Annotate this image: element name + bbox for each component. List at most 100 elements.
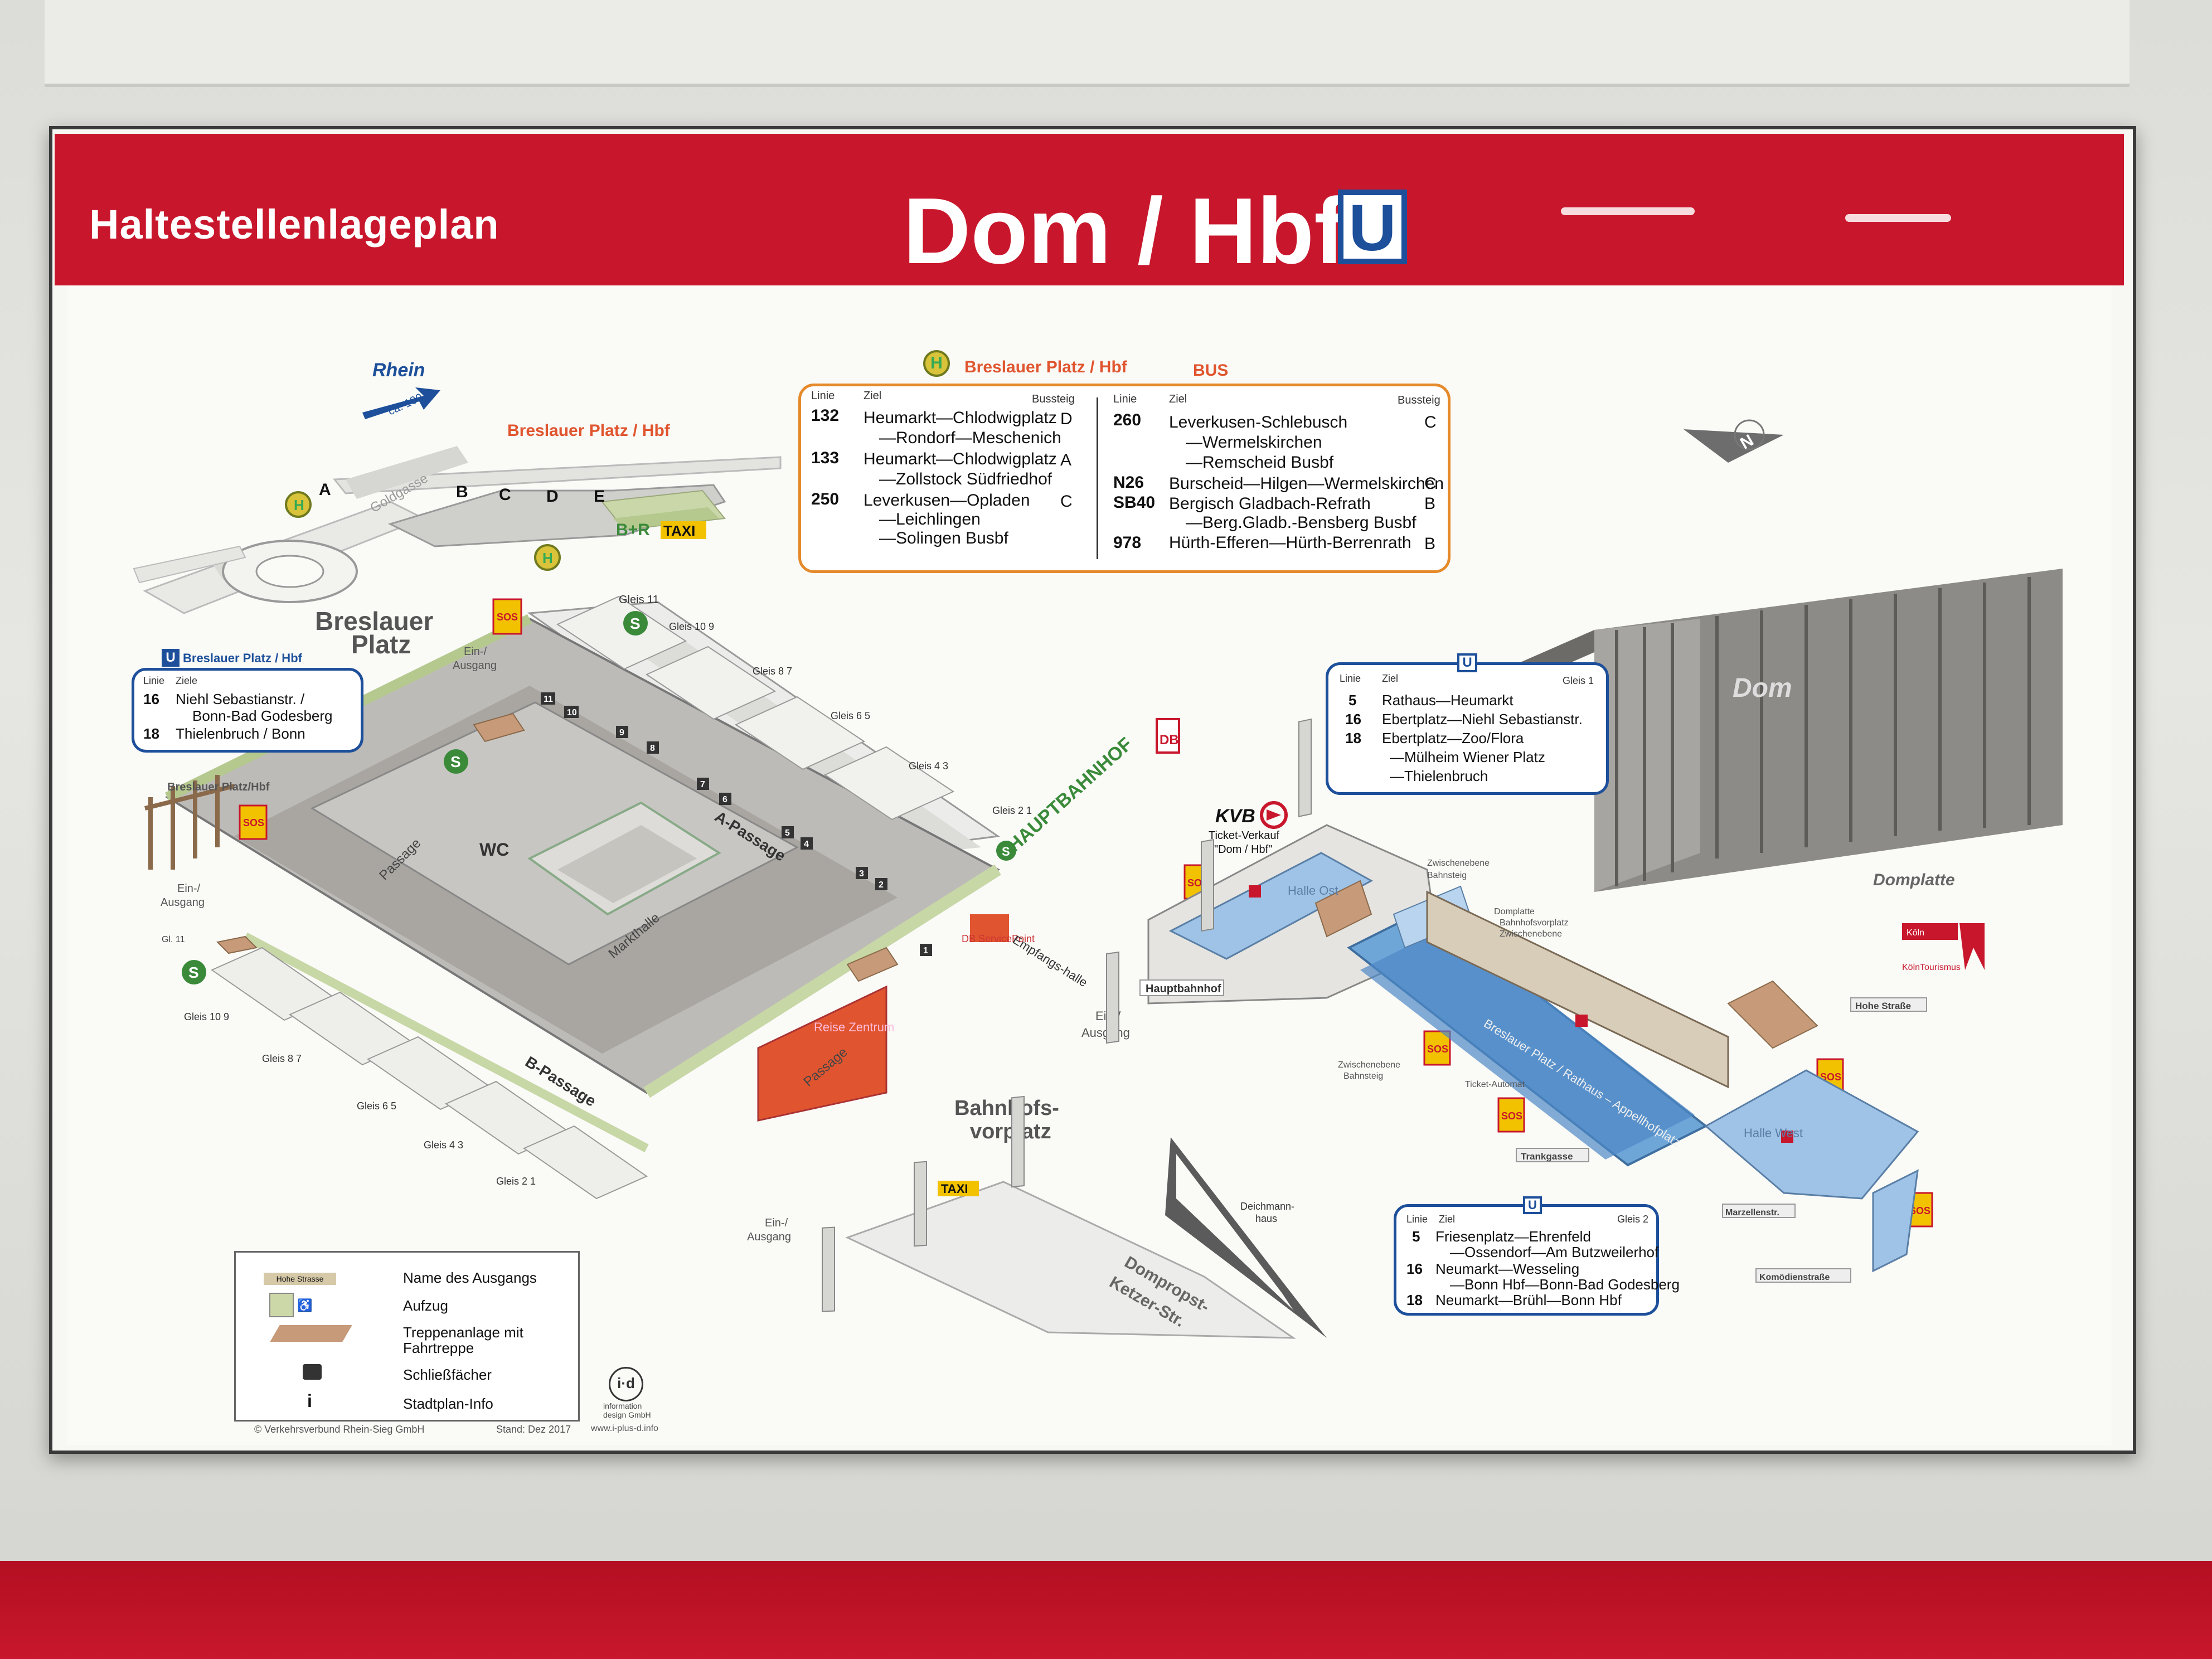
gleis-2-1-label: Gleis 2 1: [992, 805, 1032, 816]
header-linie: Linie: [143, 675, 165, 686]
ein-ausgang-south: Ein-/: [765, 1217, 788, 1229]
bay-e: E: [594, 487, 605, 506]
header-gleis: Gleis 2: [1617, 1214, 1649, 1225]
gleis-10-9-label: Gleis 10 9: [669, 621, 714, 632]
legend-elevator: Aufzug: [403, 1297, 448, 1314]
bus-line: 260: [1113, 411, 1142, 429]
header-bussteig: Bussteig: [1032, 393, 1075, 405]
bus-destination: Bergisch Gladbach-Refrath: [1169, 494, 1371, 513]
dom-label: Dom: [1733, 673, 1792, 703]
bus-line: N26: [1113, 473, 1144, 492]
bus-destination: Heumarkt—Chlodwigplatz: [864, 409, 1057, 427]
bus-destination: —Zollstock Südfriedhof: [879, 470, 1052, 488]
halle-ost-label: Halle Ost: [1288, 884, 1338, 898]
svg-text:3: 3: [859, 869, 864, 879]
sos-icon: [239, 804, 268, 840]
bus-destination: Leverkusen—Opladen: [864, 491, 1030, 510]
ubahn-destination: —Thielenbruch: [1390, 768, 1488, 784]
gleis-4-3-south: Gleis 4 3: [424, 1139, 463, 1151]
bus-line: 132: [811, 406, 840, 425]
stand-date: Stand: Dez 2017: [496, 1424, 571, 1435]
svg-text:H: H: [542, 550, 553, 566]
svg-text:1: 1: [923, 946, 928, 955]
north-arrow-icon: N: [1684, 419, 1784, 463]
deichmannhaus-label-2: haus: [1255, 1213, 1277, 1224]
elevator-icon: [269, 1293, 294, 1317]
bus-destination: Heumarkt—Chlodwigplatz: [864, 450, 1057, 468]
wall-panel: [45, 0, 2129, 87]
header-ziel-2: Ziel: [1169, 393, 1187, 405]
ubahn-gleis1-table: Linie Ziel Gleis 1 5 Rathaus—Heumarkt 16…: [1326, 662, 1609, 795]
ticket-verkauf-label-2: "Dom / Hbf": [1214, 843, 1272, 856]
bus-platform: C: [1424, 413, 1437, 431]
locker-icon: [303, 1364, 322, 1380]
info-icon: i: [307, 1391, 312, 1411]
ticket-verkauf-label: Ticket-Verkauf: [1209, 830, 1280, 842]
koeln-logo-text: Köln: [1907, 928, 1924, 938]
svg-text:10: 10: [567, 708, 577, 717]
hauptbahnhof-exit-label: Hauptbahnhof: [1146, 983, 1221, 995]
ubahn-line: 5: [1348, 692, 1357, 709]
street-network: [133, 446, 782, 614]
legend-exit-sample: Hohe Strasse: [264, 1273, 336, 1285]
breslauer-platz-label: Breslauer: [315, 607, 433, 636]
breslauer-platz-hbf-small: Breslauer Platz/Hbf: [167, 781, 270, 793]
svg-text:SOS: SOS: [497, 612, 518, 623]
header-gleis: Gleis 1: [1563, 675, 1594, 686]
bus-line: SB40: [1113, 493, 1156, 512]
svg-text:SOS: SOS: [1501, 1110, 1522, 1122]
svg-text:S: S: [450, 753, 461, 770]
underground-station: [1147, 824, 1919, 1273]
map-legend: Hohe Strasse Name des Ausgangs ♿ Aufzug …: [234, 1251, 580, 1422]
bus-line: 250: [811, 490, 840, 508]
ubahn-line: 16: [1345, 711, 1361, 727]
marzellenstr-label: Marzellenstr.: [1725, 1208, 1779, 1217]
rhein-arrow-icon: [362, 387, 440, 419]
taxi-label-2: TAXI: [941, 1182, 968, 1196]
hauptbahnhof-sign: HAUPTBAHNHOF: [1003, 734, 1137, 856]
ubahn-destination: Friesenplatz—Ehrenfeld: [1435, 1228, 1591, 1245]
ein-ausgang-north-2: Ausgang: [453, 659, 497, 672]
light-reflection: [1561, 207, 1695, 215]
copyright: © Verkehrsverbund Rhein-Sieg GmbH: [254, 1424, 425, 1435]
gleis-8-7-label: Gleis 8 7: [753, 666, 792, 677]
bay-b: B: [456, 483, 468, 501]
legend-city-info: Stadtplan-Info: [403, 1395, 493, 1412]
bus-stop-icon: [534, 544, 561, 571]
ubahn-line: 16: [143, 691, 159, 707]
ubahn-destination: Niehl Sebastianstr. /: [176, 691, 305, 707]
svg-text:S: S: [1002, 845, 1010, 858]
station-title: Dom / Hbf: [903, 178, 1346, 283]
koelntourismus-text: KölnTourismus: [1902, 963, 1961, 972]
svg-text:4: 4: [804, 840, 809, 849]
svg-text:2: 2: [879, 880, 884, 890]
ticket-automat-label: Ticket-Automat: [1465, 1080, 1525, 1089]
svg-text:S: S: [188, 964, 199, 981]
zwischenebene-domplatte: Domplatte: [1494, 907, 1535, 916]
header-linie-2: Linie: [1113, 393, 1137, 405]
ubahn-gleis2-table: Linie Ziel Gleis 2 5 Friesenplatz—Ehrenf…: [1394, 1204, 1680, 1316]
taxi-label: TAXI: [663, 522, 695, 539]
wc-label: WC: [479, 840, 509, 860]
red-wall-stripe: [0, 1561, 2212, 1659]
sos-icon: [1497, 1097, 1525, 1133]
header-subtitle: Haltestellenlageplan: [89, 201, 499, 248]
ubahn-destination: Neumarkt—Wesseling: [1435, 1260, 1580, 1277]
sos-icon: [492, 598, 522, 635]
wheelchair-icon: ♿: [297, 1298, 313, 1312]
koelntourismus-logo: [1902, 923, 1985, 970]
ubahn-line: 18: [1406, 1292, 1423, 1308]
svg-text:7: 7: [700, 780, 705, 789]
ubahn-line: 5: [1412, 1228, 1420, 1245]
deichmannhaus-label: Deichmann-: [1240, 1201, 1294, 1212]
ein-ausgang-west-2: Ausgang: [161, 896, 205, 909]
u-bahn-icon: U: [1338, 190, 1407, 264]
bus-platform: B: [1424, 494, 1436, 513]
zwischenebene-label: Zwischenebene: [1427, 858, 1490, 868]
bahnhofsvorplatz-label-2: vorplatz: [970, 1120, 1051, 1143]
bus-destination: —Solingen Busbf: [879, 529, 1008, 547]
light-reflection: [1845, 214, 1951, 222]
legend-stairs: Treppenanlage mit: [403, 1324, 523, 1341]
bus-platform: B: [1424, 535, 1436, 553]
